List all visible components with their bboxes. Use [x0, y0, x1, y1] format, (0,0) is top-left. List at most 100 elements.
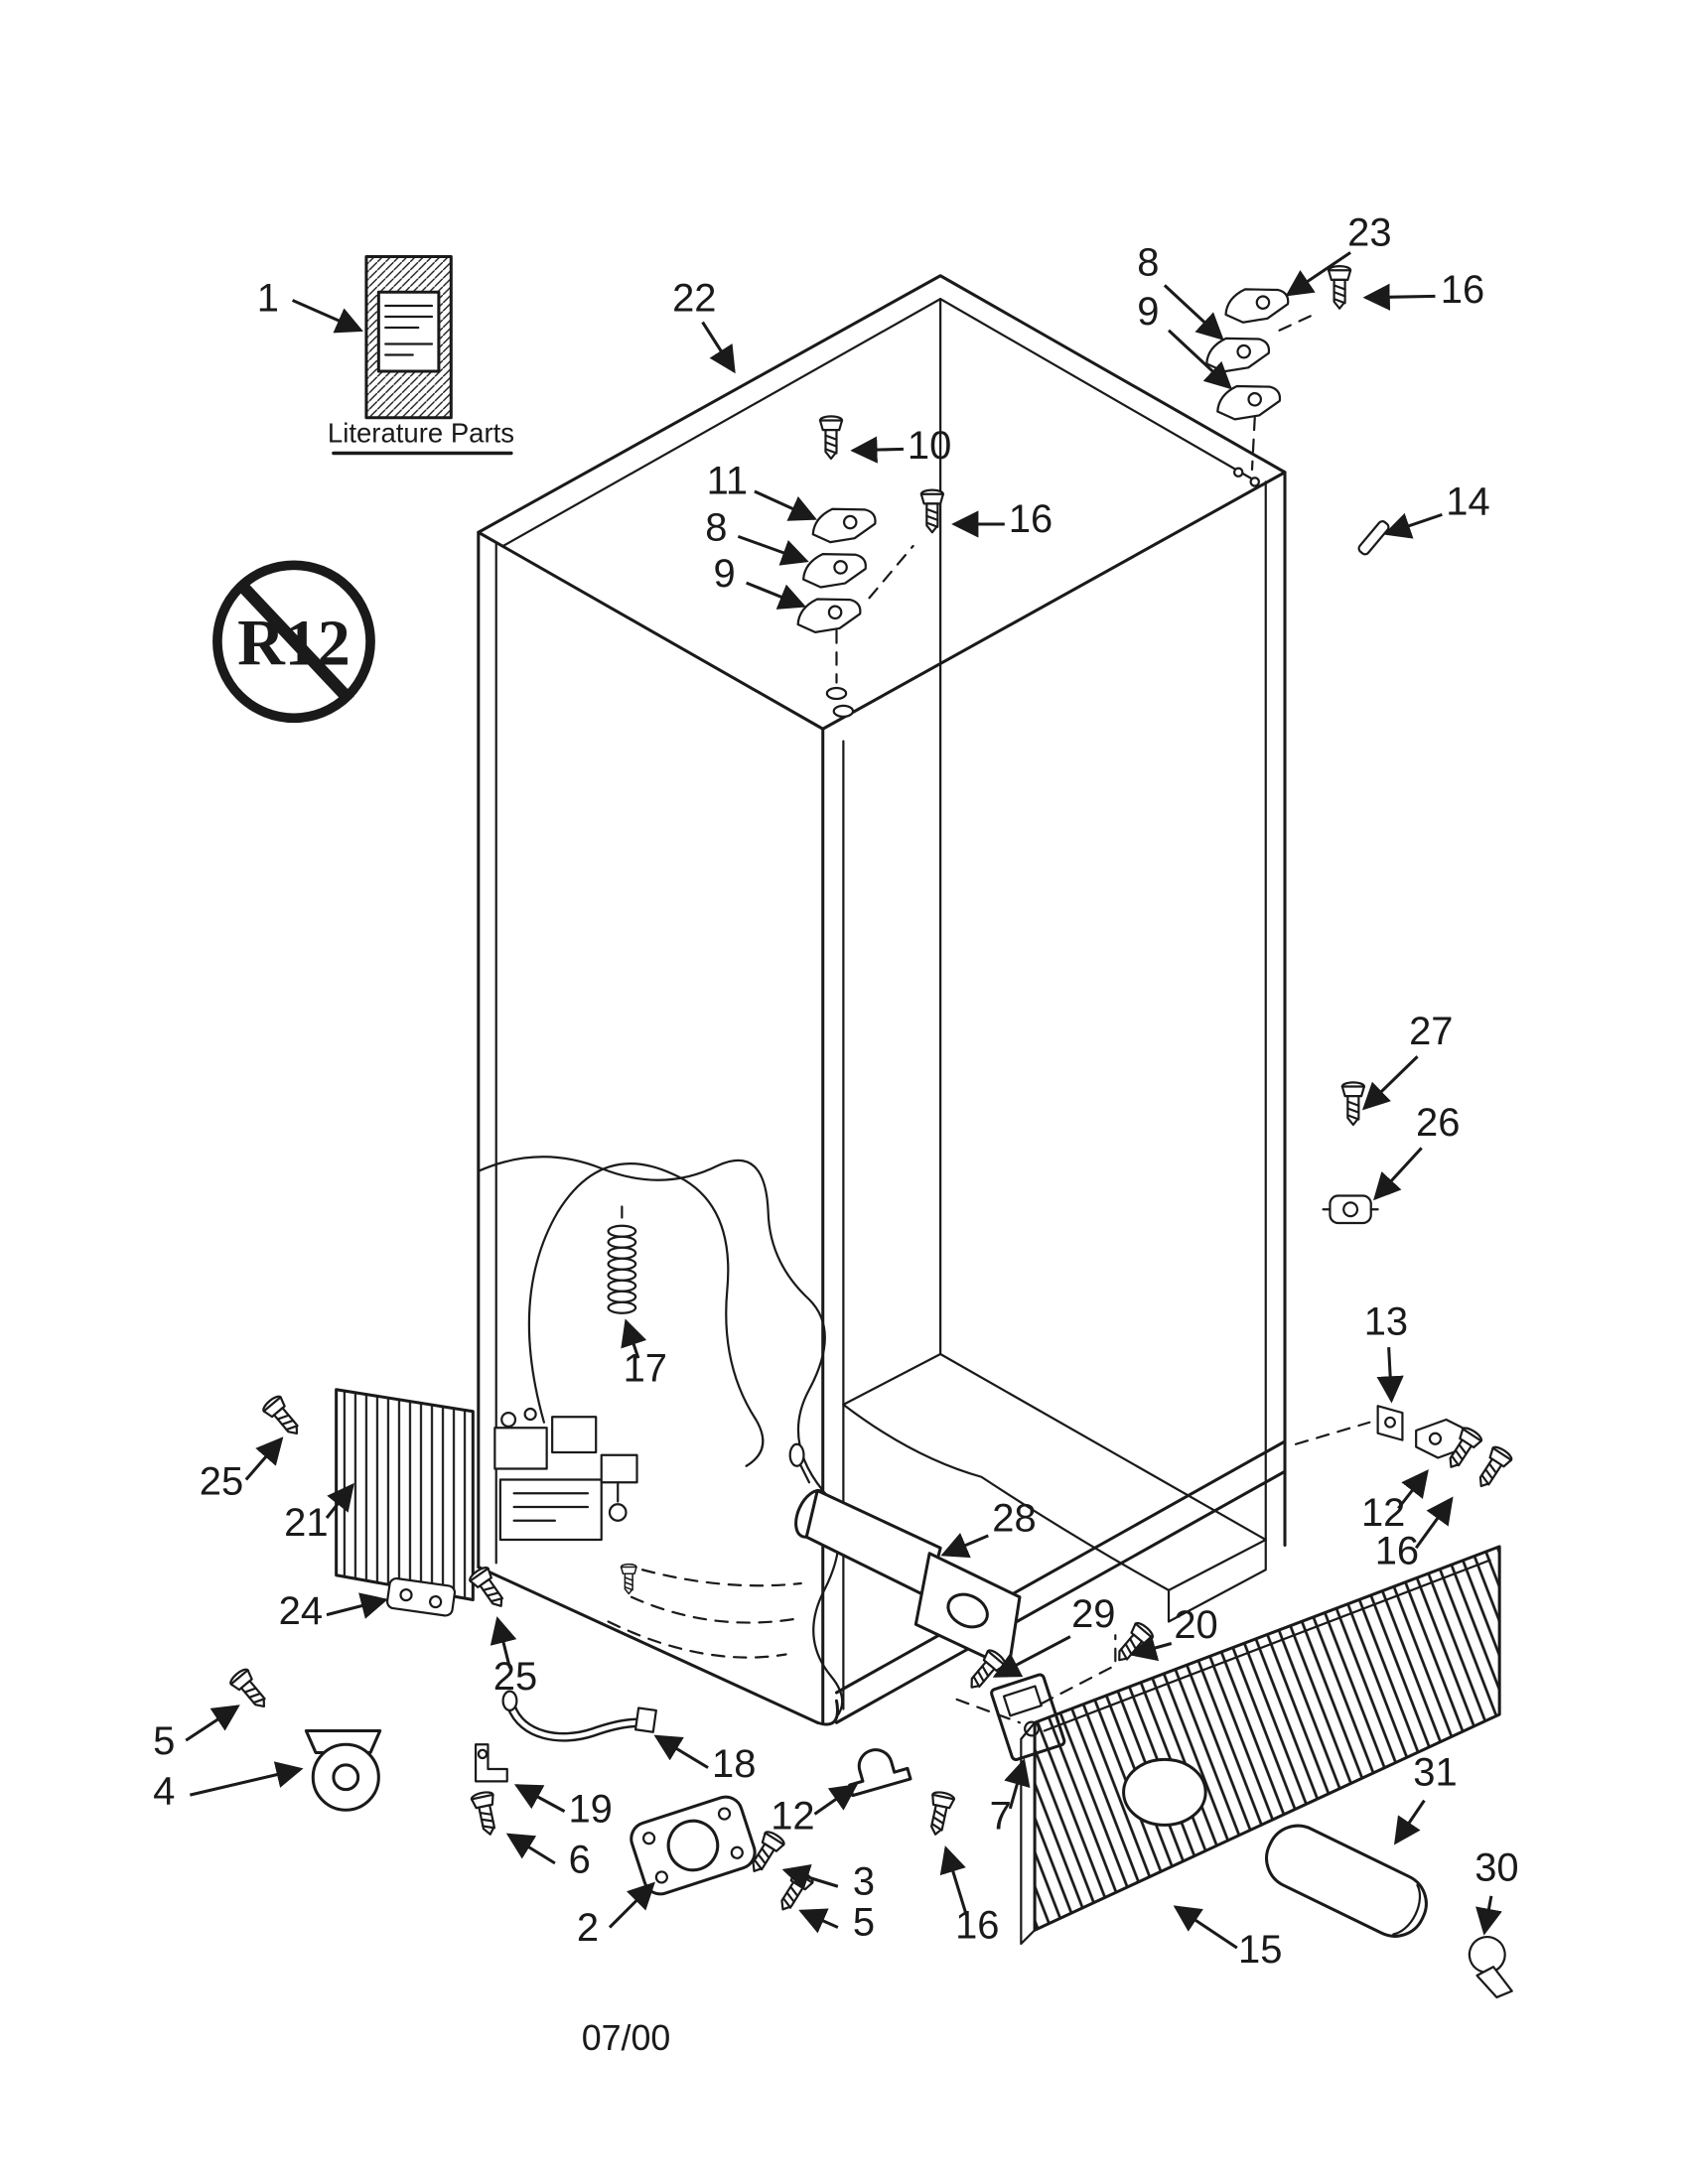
callout-13-26: 26 [1416, 1101, 1460, 1145]
callout-30-16: 16 [955, 1904, 999, 1948]
evaporator-panel [335, 1388, 475, 1602]
leader-line-11-14 [1383, 512, 1443, 539]
leader-line-30-16 [939, 1845, 968, 1916]
leader-line-3-11 [754, 489, 817, 521]
leader-line-1-22 [701, 321, 736, 374]
leader-line-28-5 [798, 1908, 839, 1934]
callout-32-29: 29 [1071, 1592, 1115, 1636]
tube-clamp [474, 1743, 508, 1783]
callout-31-7: 7 [990, 1795, 1012, 1839]
leader-line-16-16 [1414, 1496, 1454, 1550]
callout-25-18: 18 [712, 1742, 756, 1786]
leader-line-13-26 [1373, 1147, 1423, 1201]
callout-12-27: 27 [1409, 1010, 1453, 1053]
caster-wheel [304, 1728, 382, 1812]
leader-line-29-12 [813, 1783, 858, 1816]
water-filter [1265, 1824, 1428, 1938]
callout-27-3: 3 [853, 1860, 875, 1904]
compressor-grommet [630, 1795, 757, 1896]
leader-line-17-25 [244, 1436, 284, 1481]
leader-line-26-2 [608, 1881, 655, 1929]
cutaway-panel [477, 1156, 844, 1718]
callout-36-15: 15 [1238, 1928, 1282, 1972]
hinge-plates [794, 283, 1292, 635]
leader-line-2-10 [850, 436, 904, 464]
drain-trough [788, 1442, 1022, 1670]
leader-line-35-17 [621, 1318, 647, 1359]
leader-line-7-8 [1163, 284, 1224, 341]
callout-34-28: 28 [992, 1497, 1036, 1541]
callout-14-13: 13 [1364, 1300, 1408, 1344]
callout-33-20: 20 [1174, 1603, 1217, 1647]
leader-line-12-27 [1361, 1055, 1419, 1111]
base-grille [1020, 1545, 1501, 1946]
leader-line-15-12 [1397, 1469, 1429, 1510]
leader-line-10-16 [1362, 283, 1436, 311]
leader-line-5-9 [746, 581, 806, 610]
leader-line-38-30 [1475, 1895, 1502, 1936]
leader-line-25-18 [653, 1734, 709, 1769]
leader-line-23-6 [505, 1833, 556, 1865]
leader-line-31-7 [1004, 1758, 1031, 1810]
callout-9-23: 23 [1347, 211, 1391, 255]
tube-saddle-clamp [848, 1748, 912, 1798]
leader-line-32-29 [992, 1635, 1071, 1678]
callout-35-17: 17 [624, 1347, 667, 1391]
callout-11-14: 14 [1446, 479, 1489, 523]
date-code: 07/00 [582, 2018, 671, 2058]
leader-line-14-13 [1376, 1347, 1404, 1404]
grommet [1322, 1194, 1379, 1225]
callout-4-8: 8 [705, 506, 727, 550]
leader-line-21-5 [185, 1705, 240, 1742]
callout-19-24: 24 [279, 1589, 323, 1633]
callout-2-10: 10 [908, 424, 951, 468]
assembly-guides [607, 313, 1371, 1724]
callout-5-9: 9 [714, 552, 736, 596]
callout-8-9: 9 [1137, 290, 1159, 334]
callout-21-5: 5 [153, 1719, 175, 1763]
compartment-components [493, 1407, 638, 1542]
no-symbol-ring [212, 560, 375, 724]
leader-line-34-28 [940, 1533, 989, 1559]
callout-18-21: 21 [284, 1501, 328, 1545]
no-symbol-slash [237, 581, 354, 705]
callout-6-16: 16 [1009, 497, 1052, 541]
leader-line-36-15 [1173, 1905, 1238, 1950]
callout-38-30: 30 [1474, 1846, 1518, 1890]
callout-16-16: 16 [1375, 1530, 1419, 1573]
leader-line-22-4 [190, 1761, 304, 1797]
callout-22-4: 4 [153, 1770, 175, 1814]
leader-line-37-31 [1394, 1799, 1426, 1845]
literature-pack [364, 254, 453, 420]
literature-parts-label: Literature Parts [328, 418, 514, 449]
mount-bracket [385, 1576, 457, 1617]
drain-tube [501, 1690, 657, 1742]
door-clip [1357, 520, 1390, 556]
leader-line-20-25 [490, 1616, 517, 1669]
drain-spring [607, 1205, 637, 1314]
leader-line-24-19 [513, 1784, 566, 1813]
callout-1-22: 22 [672, 277, 716, 321]
leader-line-27-3 [781, 1863, 839, 1890]
leader-line-33-20 [1129, 1634, 1173, 1662]
callout-0-1: 1 [257, 277, 279, 321]
hinge-washers [825, 686, 855, 718]
leader-line-9-23 [1285, 251, 1351, 297]
callout-26-2: 2 [577, 1906, 599, 1950]
leader-line-19-24 [326, 1592, 388, 1619]
callout-23-6: 6 [569, 1839, 591, 1882]
callout-10-16: 16 [1441, 268, 1484, 312]
leader-line-8-9 [1167, 329, 1232, 390]
leader-line-4-8 [737, 534, 809, 566]
leader-line-18-21 [325, 1482, 354, 1519]
callout-24-19: 19 [569, 1788, 613, 1832]
callout-7-8: 8 [1137, 241, 1159, 285]
callout-29-12: 12 [771, 1795, 814, 1839]
callout-17-25: 25 [200, 1460, 243, 1504]
callout-37-31: 31 [1413, 1751, 1457, 1795]
callout-28-5: 5 [853, 1901, 875, 1945]
callout-15-12: 12 [1361, 1491, 1405, 1535]
